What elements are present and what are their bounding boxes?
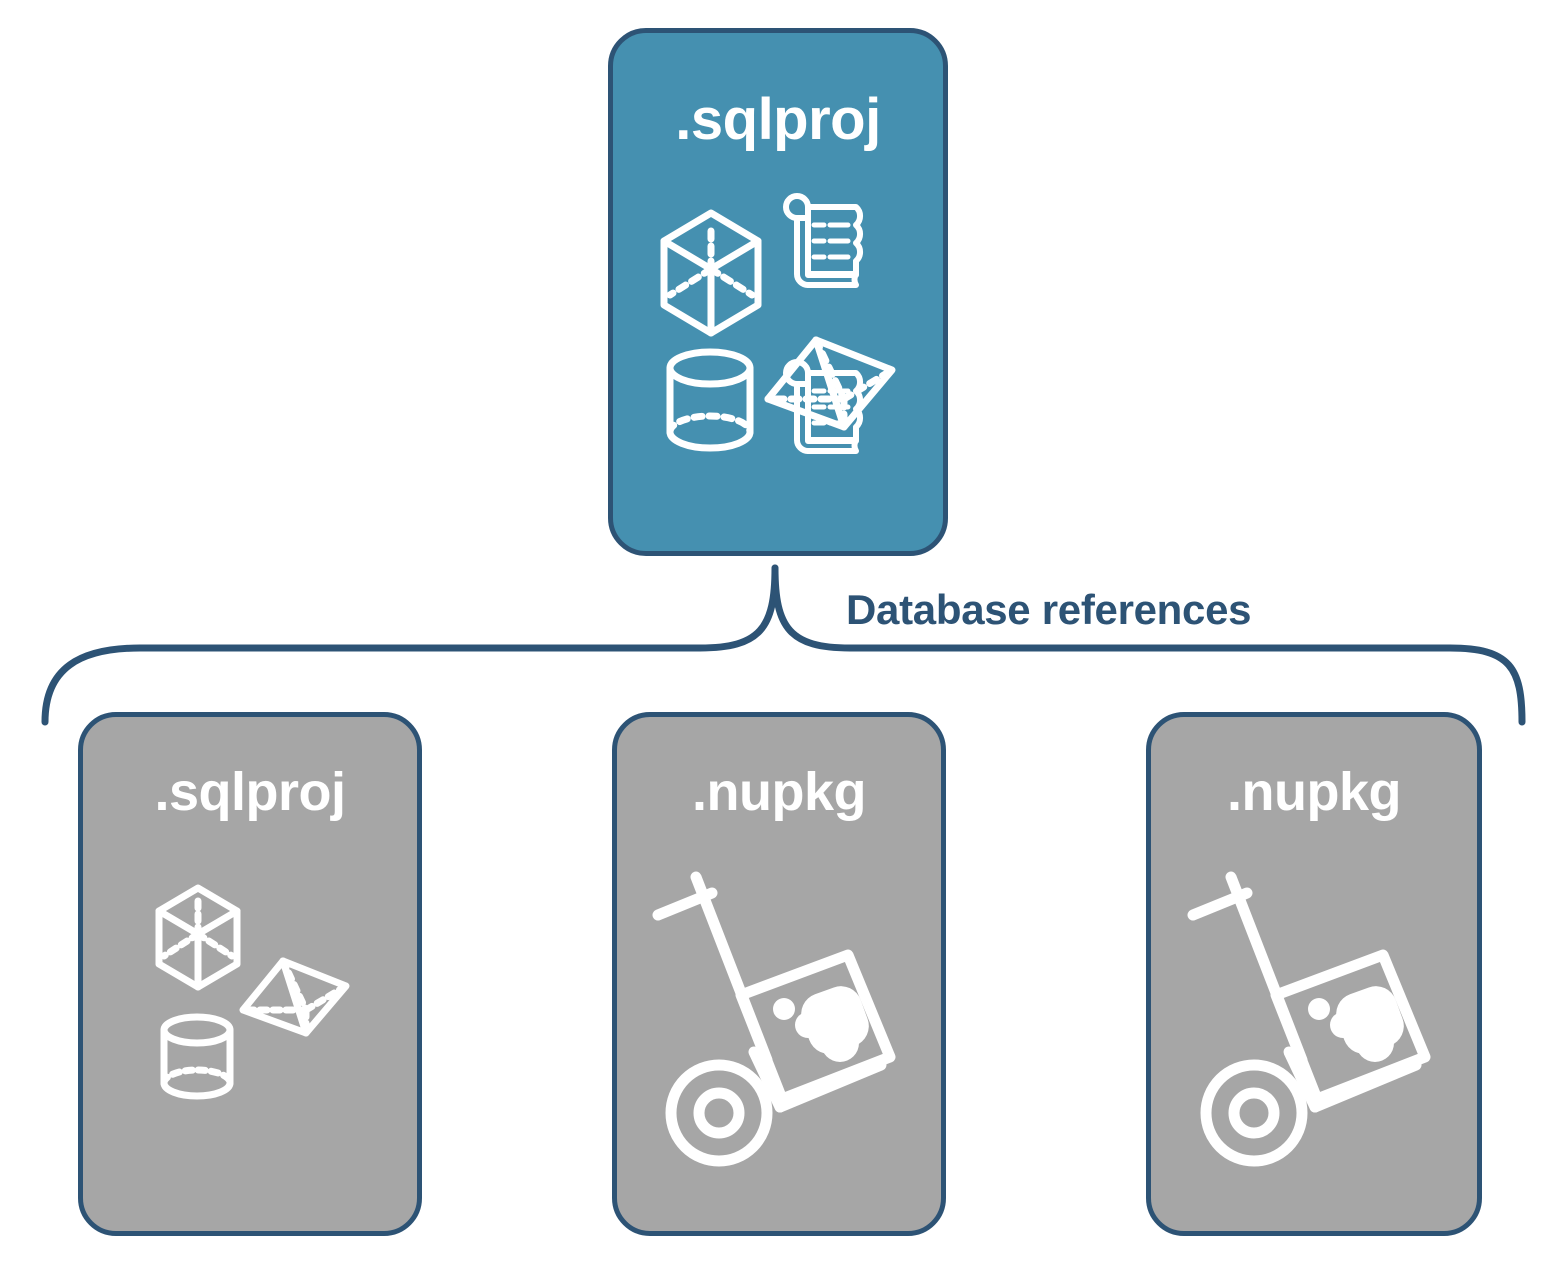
- reference-node-icon-svg: [155, 884, 350, 1100]
- cylinder-icon: [160, 1013, 234, 1100]
- pyramid-icon: [764, 336, 896, 431]
- reference-node-nupkg-card[interactable]: .nupkg: [1146, 712, 1482, 1236]
- reference-node-icon-group: [1151, 867, 1477, 1167]
- cube-icon: [155, 884, 241, 991]
- root-node-icon-group: [613, 185, 943, 455]
- reference-node-nupkg-card[interactable]: .nupkg: [612, 712, 946, 1236]
- nuget-logo-icon: [773, 986, 869, 1062]
- reference-node-icon-group: [617, 867, 941, 1167]
- cube-icon: [660, 209, 762, 337]
- root-node-label: .sqlproj: [675, 87, 881, 152]
- scroll-icon: [783, 359, 864, 454]
- reference-node-sqlproj-card[interactable]: .sqlproj: [78, 712, 422, 1236]
- hand-truck-package-icon: [652, 871, 896, 1167]
- brace-left-half: [41, 564, 779, 726]
- cylinder-icon: [666, 348, 754, 452]
- reference-node-icon-group: [83, 867, 417, 1117]
- pyramid-icon: [239, 957, 350, 1037]
- connector-label: Database references: [846, 586, 1252, 633]
- nuget-logo-icon: [1308, 986, 1404, 1062]
- root-node-sqlproj-card[interactable]: .sqlproj: [608, 28, 948, 556]
- hand-truck-package-icon: [1187, 871, 1431, 1167]
- reference-node-label: .sqlproj: [154, 762, 346, 822]
- database-references-brace: [41, 564, 1526, 726]
- root-node-icon-svg: [660, 193, 896, 454]
- reference-node-label: .nupkg: [692, 762, 866, 822]
- scroll-icon: [783, 193, 864, 288]
- reference-node-label: .nupkg: [1227, 762, 1401, 822]
